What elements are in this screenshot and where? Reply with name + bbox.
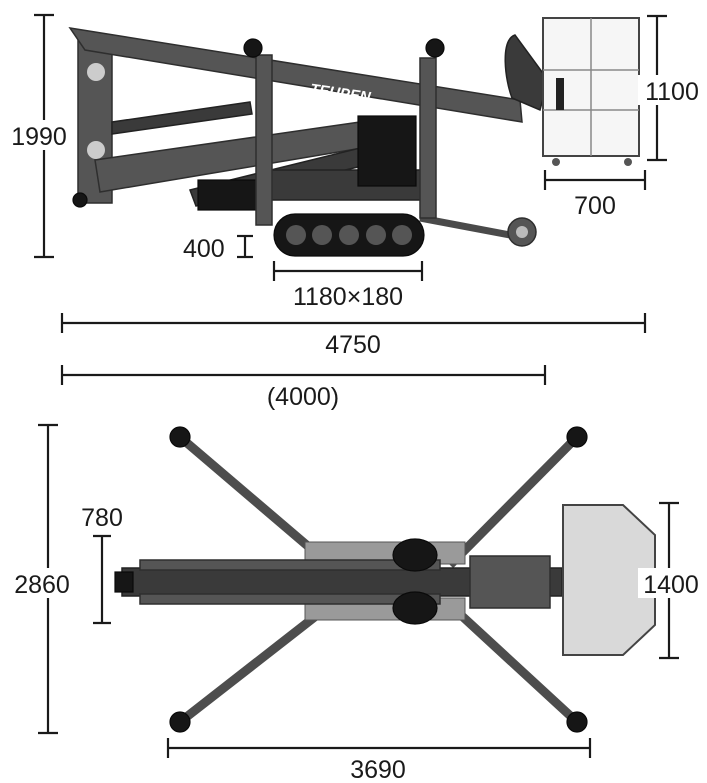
outrigger-front-right <box>446 433 581 569</box>
dimension-basket-height: 1100 <box>638 14 704 162</box>
dimension-width-outriggers: 2860 <box>8 423 76 735</box>
upper-boom <box>68 26 523 123</box>
label-outrigger-span: 3690 <box>350 756 406 783</box>
dimension-outrigger-span: 3690 <box>166 738 592 783</box>
label-basket-height: 1100 <box>645 78 699 106</box>
mast-front <box>255 54 273 226</box>
link-rod <box>111 101 253 135</box>
mast-rear <box>419 57 437 219</box>
control-box <box>357 115 417 187</box>
top-view-machine <box>114 426 656 733</box>
label-length-transport: (4000) <box>267 383 339 411</box>
foot-pad <box>566 426 588 448</box>
dimension-basket-width: 700 <box>543 170 647 220</box>
foot-pad <box>169 711 191 733</box>
rear-pivot <box>72 192 88 208</box>
dimension-track-size: 1180×180 <box>272 261 424 311</box>
lamp-right <box>425 38 445 58</box>
label-basket-length: 1400 <box>643 571 699 599</box>
label-length-total: 4750 <box>325 331 381 359</box>
outrigger-rear-left <box>177 601 333 726</box>
side-view-machine: TEUPEN <box>68 17 640 257</box>
counterweight-box <box>197 179 259 211</box>
lamp-top <box>392 591 438 625</box>
label-track-size: 1180×180 <box>293 283 403 311</box>
foot-pad <box>566 711 588 733</box>
dimension-width-machine: 780 <box>81 504 123 625</box>
dimension-height-total: 1990 <box>6 13 72 259</box>
lamp-left <box>243 38 263 58</box>
dimension-length-transport: (4000) <box>60 365 547 411</box>
label-height-total: 1990 <box>11 123 67 151</box>
dimension-basket-length: 1400 <box>638 501 704 660</box>
dimension-length-total: 4750 <box>60 313 647 359</box>
boom-head <box>469 555 551 609</box>
label-track-height: 400 <box>183 235 225 263</box>
label-width-machine: 780 <box>81 504 123 532</box>
label-width-outriggers: 2860 <box>14 571 70 599</box>
label-basket-width: 700 <box>574 192 616 220</box>
basket-top <box>562 504 656 656</box>
foot-pad <box>169 426 191 448</box>
dimension-track-height: 400 <box>183 234 253 263</box>
lamp-top <box>392 538 438 572</box>
outrigger-rear-right <box>446 601 581 726</box>
basket-side <box>504 17 640 166</box>
